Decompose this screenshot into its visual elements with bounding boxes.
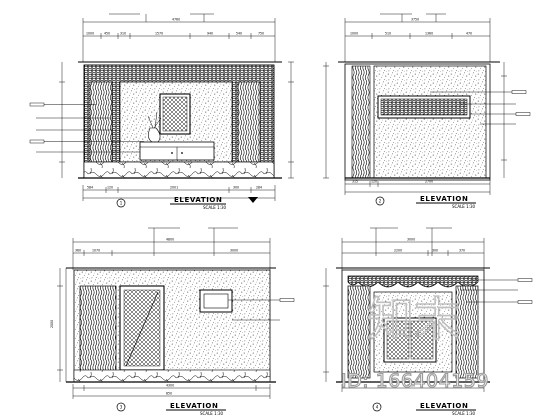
top-dimension-lines xyxy=(341,227,485,270)
elevation-panel-2: 1000 510 1360 470 3750 xyxy=(323,13,531,209)
bottom-dimension-lines xyxy=(72,384,271,399)
elevation-panel-3: 360 1070 3000 4800 2000 xyxy=(50,227,295,416)
dim-label: 300 xyxy=(432,249,438,253)
annotation-leaders xyxy=(29,102,144,153)
curtain-panel xyxy=(351,65,371,179)
dim-label: 1000 xyxy=(86,32,94,36)
cabinet-knob xyxy=(181,152,183,154)
curtain-drapery xyxy=(79,285,117,375)
dim-label: 370 xyxy=(459,249,465,253)
dim-label: 850 xyxy=(166,392,172,396)
dim-label: 450 xyxy=(104,32,110,36)
dim-label: 1360 xyxy=(425,32,433,36)
dim-label: 1000 xyxy=(350,32,358,36)
elevation-number: 3 xyxy=(120,405,123,410)
elevation-title: ELEVATION xyxy=(174,196,222,204)
dim-label: 310 xyxy=(120,32,126,36)
elevation-number-circle xyxy=(375,196,385,206)
dim-label: 540 xyxy=(236,32,242,36)
dim-label: 120 xyxy=(371,180,377,184)
dim-label: 1070 xyxy=(92,249,100,253)
elevation-scale: SCALE 1:30 xyxy=(203,205,227,210)
elevation-number-circle xyxy=(116,402,126,412)
curtain-left xyxy=(89,81,113,163)
bottom-dimension-lines xyxy=(82,185,276,201)
dim-label: 2700 xyxy=(425,180,433,184)
watermark: 知末 ID: 166404159 xyxy=(340,291,489,392)
dim-label: 284 xyxy=(256,186,262,190)
dim-label: 3000 xyxy=(230,249,238,253)
decorative-frieze xyxy=(380,98,468,116)
bottom-dimension-lines xyxy=(344,180,491,195)
elevation-scale: SCALE 1:30 xyxy=(452,411,476,416)
dim-label: 300 xyxy=(233,186,239,190)
window-pane xyxy=(386,320,410,360)
marble-wall xyxy=(373,65,487,179)
elevation-number: 2 xyxy=(379,199,382,204)
dim-label: 750 xyxy=(258,32,264,36)
mirror-glass xyxy=(123,289,161,367)
annotation-leaders xyxy=(57,268,295,382)
elevation-number: 4 xyxy=(376,405,379,410)
dim-label: 120 xyxy=(107,186,113,190)
section-marker xyxy=(248,197,258,203)
watermark-id: ID: 166404159 xyxy=(341,370,489,392)
stone-skirting xyxy=(73,369,271,383)
curtain-right xyxy=(455,285,479,379)
cabinet-knob xyxy=(171,152,173,154)
elevation-scale: SCALE 1:30 xyxy=(200,411,224,416)
elevation-number: 1 xyxy=(120,201,123,206)
curtain-right xyxy=(237,81,261,163)
top-dimension-lines xyxy=(344,13,491,62)
watermark-brand: 知末 xyxy=(368,292,460,346)
overall-width-label: 3750 xyxy=(411,18,419,22)
overall-width-label: 4800 xyxy=(166,238,174,242)
side-dimension-lines xyxy=(59,61,294,179)
top-dimension-texts: 1000 450 310 1570 940 540 750 4760 xyxy=(86,18,264,36)
dim-label: 315 xyxy=(352,180,358,184)
curtain-left xyxy=(347,285,371,379)
elevation-number-circle xyxy=(116,198,126,208)
dim-label: 2001 xyxy=(170,186,178,190)
elevation-title: ELEVATION xyxy=(170,402,218,410)
elevation-panel-4: 2200 300 370 3000 3000 xyxy=(323,227,533,416)
dim-label: 584 xyxy=(87,186,93,190)
wall-art-inner xyxy=(203,293,229,309)
top-dimension-lines xyxy=(82,13,276,62)
plant-stems xyxy=(147,111,162,129)
dim-label: 2200 xyxy=(394,249,402,253)
bottom-dimension-lines xyxy=(341,384,485,392)
mirror-reflection-line xyxy=(125,291,159,367)
stone-skirting xyxy=(83,161,275,179)
mirror-glass xyxy=(162,96,188,132)
overall-width-label: 4760 xyxy=(172,18,180,22)
elevation-title: ELEVATION xyxy=(420,402,468,410)
overall-width-label: 3000 xyxy=(407,238,415,242)
top-dimension-lines xyxy=(72,227,271,270)
window-pane xyxy=(410,320,434,360)
elevation-number-circle xyxy=(372,402,382,412)
annotation-leaders xyxy=(323,268,533,382)
dim-label: 360 xyxy=(75,249,81,253)
dim-label: 470 xyxy=(466,32,472,36)
dim-label: 510 xyxy=(385,32,391,36)
curtain-pelmet xyxy=(347,275,479,288)
elevation-title: ELEVATION xyxy=(420,195,468,203)
dim-label: 1570 xyxy=(155,32,163,36)
height-dimension: 2000 xyxy=(50,320,54,328)
dim-label: 4300 xyxy=(166,384,174,388)
dim-label: 3000 xyxy=(407,384,415,388)
dim-label: 940 xyxy=(207,32,213,36)
annotation-leaders xyxy=(323,62,531,179)
elevation-scale: SCALE 1:30 xyxy=(452,204,476,209)
elevation-panel-1: 1000 450 310 1570 940 540 750 4760 xyxy=(29,13,294,210)
